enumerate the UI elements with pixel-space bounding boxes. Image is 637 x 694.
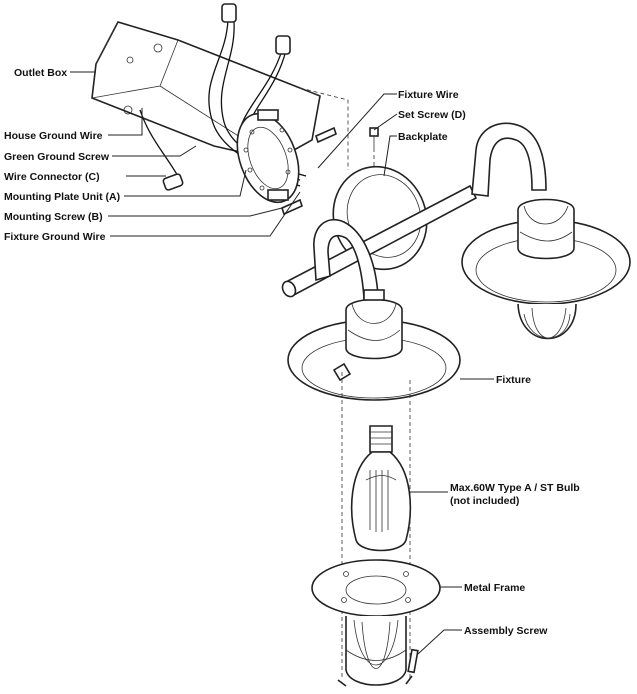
label-outlet-box: Outlet Box bbox=[14, 67, 67, 79]
assembly-guides bbox=[341, 372, 411, 680]
house-wires bbox=[139, 3, 307, 191]
bulb bbox=[350, 425, 412, 552]
leader-lines bbox=[70, 71, 494, 655]
label-green-ground-screw: Green Ground Screw bbox=[4, 151, 110, 163]
assembly-screw bbox=[407, 648, 419, 674]
fixture-right bbox=[461, 198, 631, 340]
mounting-bracket-top bbox=[257, 109, 279, 121]
label-mounting-plate: Mounting Plate Unit (A) bbox=[4, 191, 120, 203]
metal-frame bbox=[311, 559, 441, 617]
label-backplate: Backplate bbox=[398, 131, 448, 143]
wire-connector-top-2 bbox=[275, 35, 291, 55]
label-wire-connector: Wire Connector (C) bbox=[4, 171, 100, 183]
label-house-ground-wire: House Ground Wire bbox=[4, 130, 103, 142]
label-fixture-ground-wire: Fixture Ground Wire bbox=[4, 231, 106, 243]
outlet-box bbox=[91, 21, 349, 170]
callout-labels: Outlet Box House Ground Wire Green Groun… bbox=[4, 67, 580, 637]
mounting-plate bbox=[236, 109, 300, 204]
wire-connector-c-shape bbox=[162, 173, 184, 191]
label-assembly-screw: Assembly Screw bbox=[464, 625, 548, 637]
label-set-screw: Set Screw (D) bbox=[398, 109, 466, 121]
fixture-arm bbox=[281, 122, 547, 299]
label-metal-frame: Metal Frame bbox=[464, 582, 525, 594]
wire-connector-top-1 bbox=[221, 3, 237, 23]
label-fixture: Fixture bbox=[496, 374, 531, 386]
glass-cage bbox=[337, 616, 413, 687]
label-bulb-line2: (not included) bbox=[450, 495, 519, 507]
set-screw-d bbox=[369, 127, 379, 172]
label-bulb-line1: Max.60W Type A / ST Bulb bbox=[450, 482, 580, 494]
mounting-bracket-bottom bbox=[267, 189, 289, 201]
label-fixture-wire: Fixture Wire bbox=[398, 89, 459, 101]
fixture-left bbox=[287, 289, 461, 401]
label-mounting-screw: Mounting Screw (B) bbox=[4, 211, 103, 223]
